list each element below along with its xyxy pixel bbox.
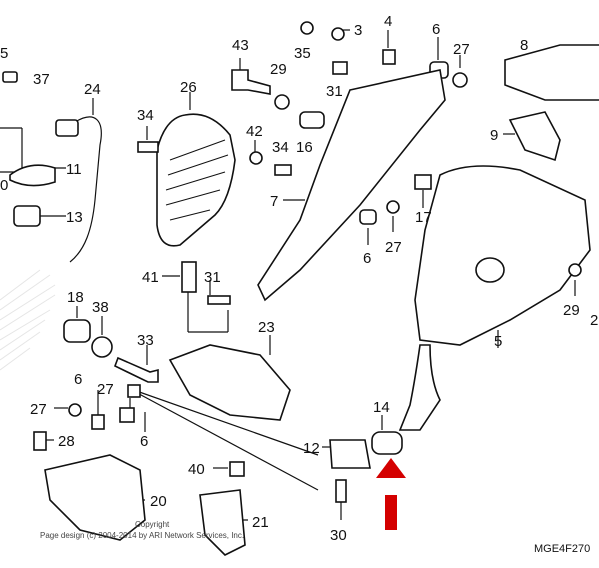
callout: 4 [384, 13, 392, 30]
callout: 35 [294, 45, 311, 62]
callout: 7 [270, 193, 278, 210]
callout: 27 [453, 41, 470, 58]
part-38 [91, 336, 113, 358]
part-35 [300, 21, 314, 35]
part-5-muffler [414, 165, 591, 346]
part-31 [332, 61, 348, 75]
callout: 8 [520, 37, 528, 54]
watermark-logo [0, 269, 56, 371]
callout: 27 [30, 401, 47, 418]
callout: 20 [150, 493, 167, 510]
callout: 28 [58, 433, 75, 450]
part-29-right [568, 263, 582, 277]
callout: 9 [490, 127, 498, 144]
callout: 41 [142, 269, 159, 286]
callout: 18 [67, 289, 84, 306]
callout: 27 [385, 239, 402, 256]
callout: 0 [0, 177, 8, 194]
callout: 31 [204, 269, 221, 286]
part-6-a [91, 414, 105, 430]
part-33-bolt [113, 356, 159, 383]
callout: 30 [330, 527, 347, 544]
part-5-inlet [398, 344, 441, 431]
part-13-collar [13, 205, 41, 227]
callout: 14 [373, 399, 390, 416]
callout: 23 [258, 319, 275, 336]
part-5-port [475, 257, 505, 283]
part-17 [414, 174, 432, 190]
part-6-mid [359, 209, 377, 225]
part-30-bolt [335, 479, 347, 503]
part-11-clamp [9, 164, 56, 187]
callout: 6 [432, 21, 440, 38]
parts [2, 21, 599, 556]
part-12-clamp [329, 439, 371, 469]
part-18-grommet [63, 319, 91, 343]
callout: 27 [97, 381, 114, 398]
callout: 3 [354, 22, 362, 39]
part-27 [452, 72, 468, 88]
callout: 12 [303, 440, 320, 457]
part-40 [229, 461, 245, 477]
part-23-cover [168, 344, 291, 421]
callout: 13 [66, 209, 83, 226]
part-9-endcap [508, 111, 561, 162]
part-14-gasket [371, 431, 403, 455]
callout: 37 [33, 71, 50, 88]
callout: 34 [272, 139, 289, 156]
part-16 [299, 111, 325, 129]
part-21-plate [199, 489, 246, 556]
callout: 38 [92, 299, 109, 316]
callout-labels: 5 37 24 11 0 13 43 35 3 4 6 27 8 29 31 2… [0, 13, 599, 544]
callout: 29 [590, 312, 599, 329]
callout: 31 [326, 83, 343, 100]
part-27-a [68, 403, 82, 417]
callout: 17 [415, 209, 432, 226]
callout: 6 [74, 371, 82, 388]
part-41-bolt [181, 261, 197, 293]
red-arrow-icon [376, 458, 406, 530]
callout: 42 [246, 123, 263, 140]
callout: 6 [140, 433, 148, 450]
part-24-sensor [55, 119, 79, 137]
callout: 21 [252, 514, 269, 531]
callout: 26 [180, 79, 197, 96]
callout: 16 [296, 139, 313, 156]
part-29-washer [274, 94, 290, 110]
part-6-b [119, 407, 135, 423]
part-34-bolt [137, 141, 159, 153]
part-3 [331, 27, 345, 41]
copyright-text: Copyright [135, 520, 170, 529]
part-27-b [127, 384, 141, 398]
part-34-bolt-right [274, 164, 292, 176]
callout: 5 [0, 45, 8, 62]
part-26-shield [156, 113, 236, 247]
part-27-mid [386, 200, 400, 214]
callout: 43 [232, 37, 249, 54]
callout: 34 [137, 107, 154, 124]
callout: 24 [84, 81, 101, 98]
callout: 29 [563, 302, 580, 319]
part-42 [249, 151, 263, 165]
part-8-cover [504, 44, 599, 101]
part-31-small [207, 295, 231, 305]
callout: 11 [66, 161, 82, 178]
part-43-bolt [231, 69, 271, 95]
page-note: Page design (c) 2004-2014 by ARI Network… [40, 531, 244, 540]
part-20-bracket [44, 454, 146, 541]
callout: 6 [363, 250, 371, 267]
callout: 5 [494, 333, 502, 350]
diagram-code: MGE4F270 [534, 543, 590, 555]
part-7-bracket [257, 69, 446, 302]
callout: 40 [188, 461, 205, 478]
callout: 29 [270, 61, 287, 78]
part-28 [33, 431, 47, 451]
part-4 [382, 49, 396, 65]
callout: 33 [137, 332, 154, 349]
part-37-bolt [2, 71, 18, 83]
